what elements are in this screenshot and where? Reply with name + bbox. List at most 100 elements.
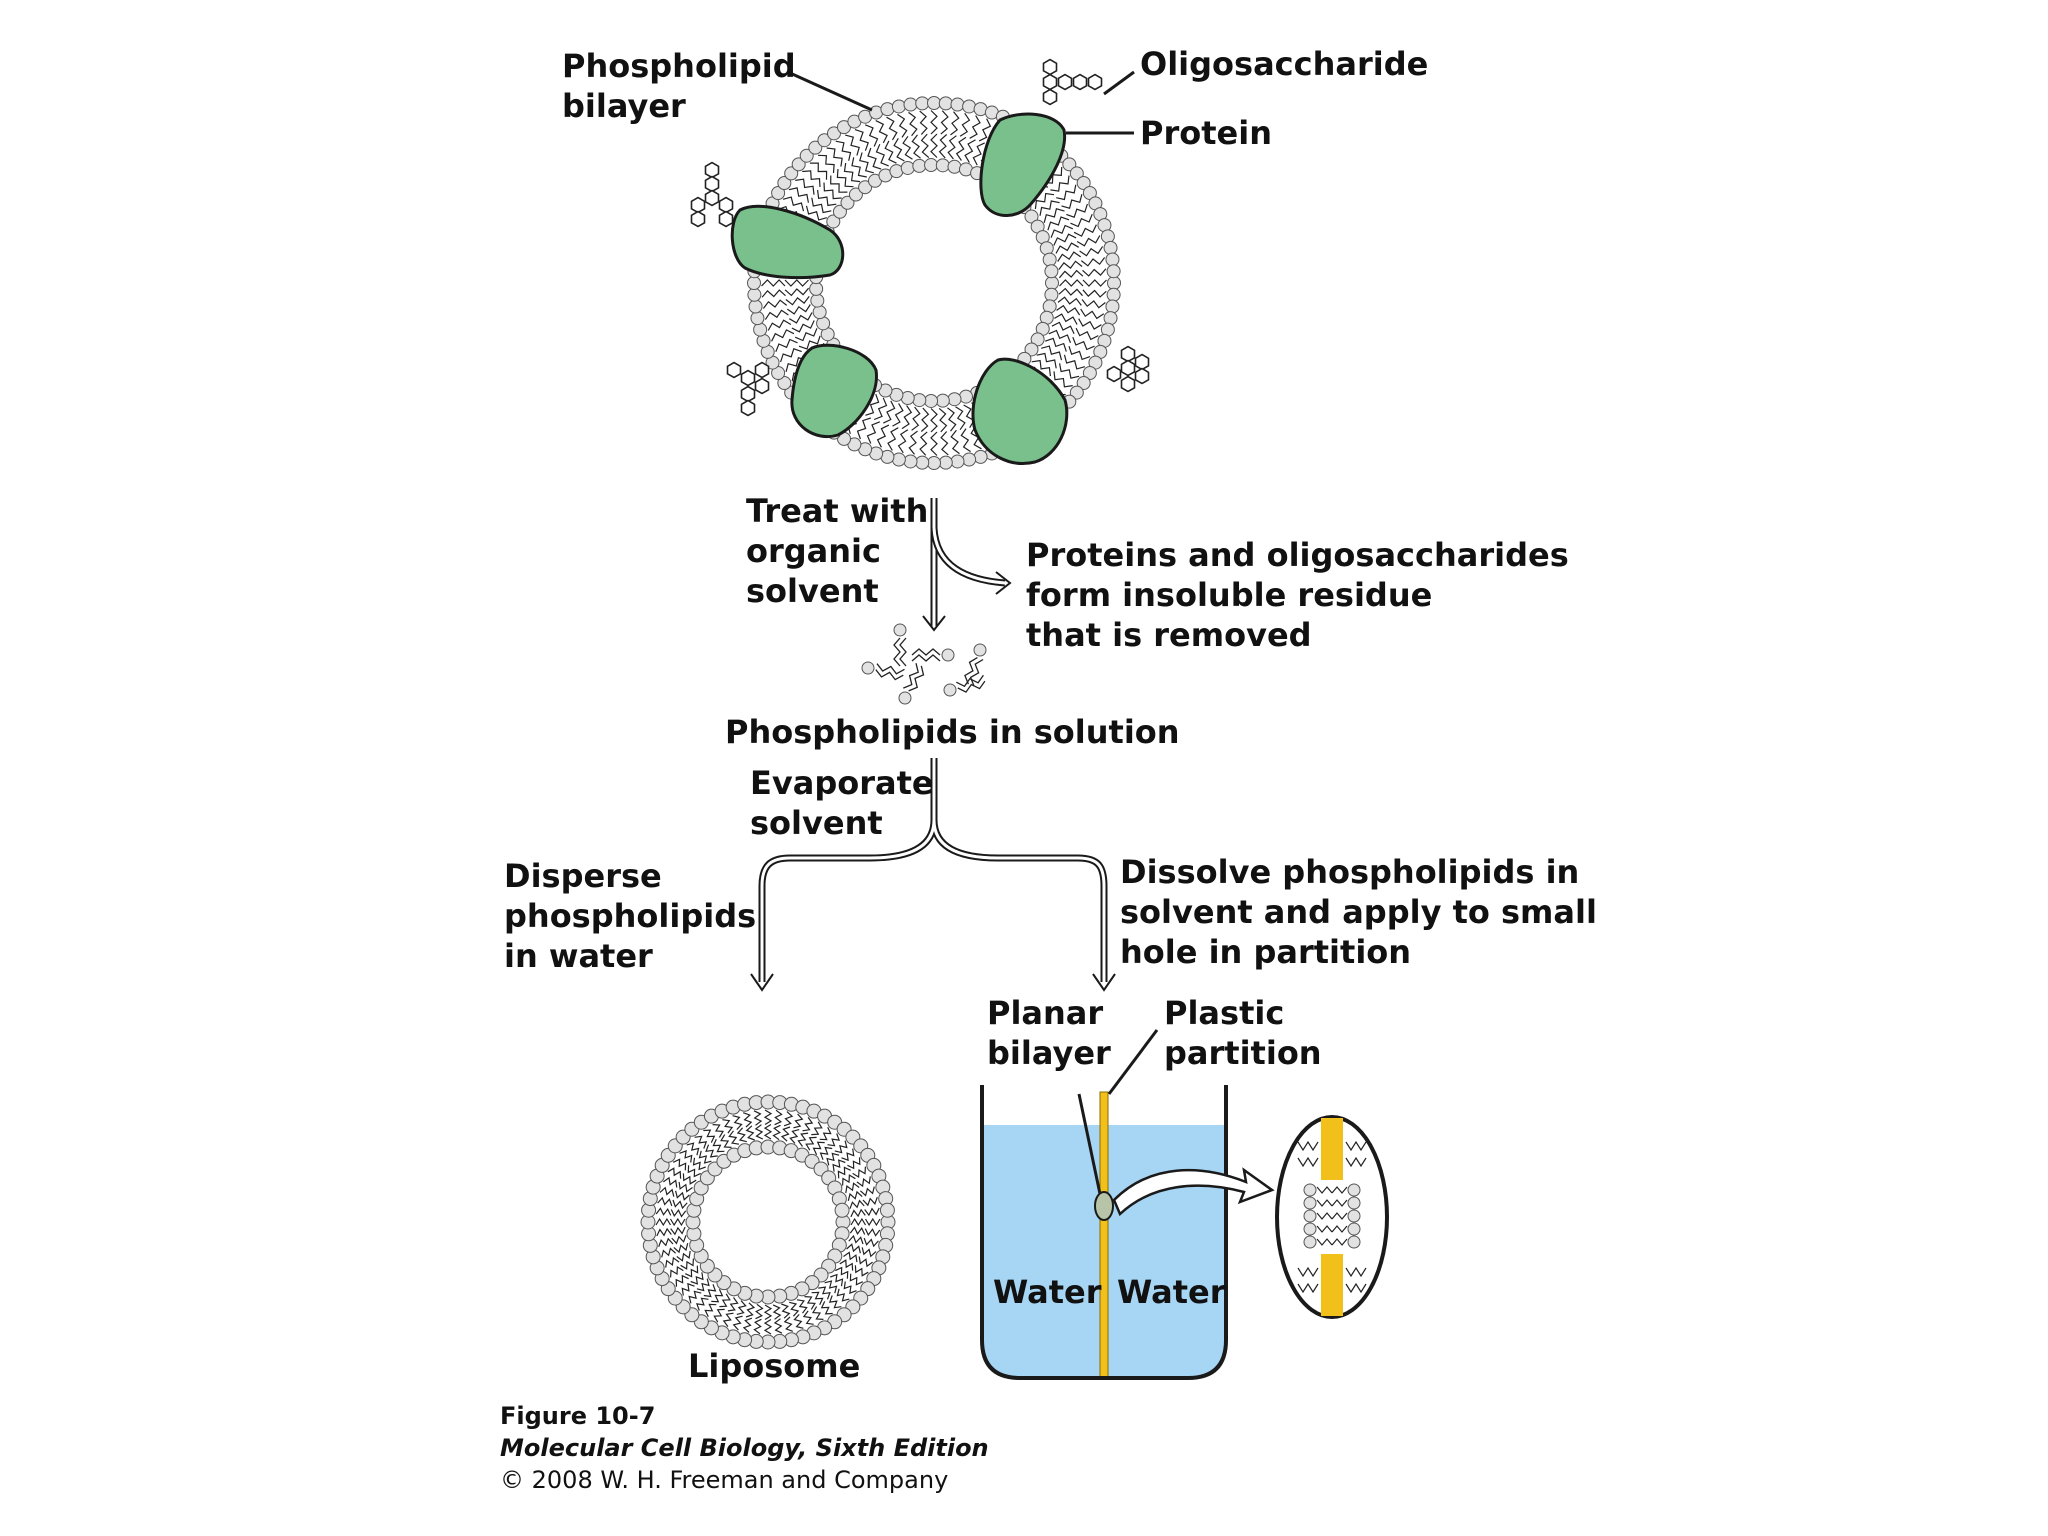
lipid-tail [809, 162, 828, 180]
lipid-tail [819, 1146, 833, 1160]
lipid-tail [1082, 279, 1107, 287]
lipid-tail [667, 1167, 682, 1179]
lipid-tail [788, 312, 813, 324]
beaker-outline [980, 1085, 1228, 1380]
lipid-tail [1057, 296, 1082, 306]
lipid-tail [1316, 1186, 1333, 1194]
water-left-label: Water [993, 1273, 1102, 1311]
lipid-head [943, 683, 957, 697]
lipid-tail [679, 1149, 693, 1163]
lipid-tail [1058, 269, 1084, 279]
lipid-tail [930, 133, 938, 158]
lipid-tail [875, 143, 889, 167]
lipid-tail [849, 1226, 866, 1235]
lipid-head [903, 97, 918, 112]
lipid-head [924, 393, 939, 408]
lipid-head [1076, 376, 1091, 391]
lipid-tail [1297, 1140, 1319, 1152]
sugar-ring-icon [754, 361, 770, 379]
lipid-tail [850, 1208, 866, 1218]
sugar-ring-icon [740, 369, 756, 387]
sugar-ring-icon [718, 196, 734, 214]
lipid-head [1105, 299, 1120, 314]
right-arrow-inner [932, 758, 1106, 982]
lipid-tail [956, 674, 984, 688]
lipid-tail [960, 428, 971, 453]
solvent-arrow [922, 498, 1012, 632]
lipid-tail [1078, 318, 1102, 330]
lipid-tail [861, 1247, 877, 1258]
lipid-head [958, 389, 973, 404]
lipid-tail [698, 1150, 712, 1164]
lipid-tail [673, 1243, 689, 1254]
sugar-ring-icon [1120, 359, 1136, 377]
lipid-tail [827, 1133, 841, 1147]
lipid-tail [846, 1243, 861, 1254]
lipid-tail [817, 154, 835, 174]
sugar-ring-icon [1087, 73, 1103, 91]
lipid-head [1030, 332, 1045, 347]
lipid-tail [864, 1228, 881, 1237]
lipid-head [826, 126, 841, 141]
lipid-tail [722, 1312, 734, 1327]
phospholipids-in-solution [861, 623, 987, 705]
lipid-head [1069, 166, 1084, 181]
lipid-head [915, 455, 930, 470]
treat-label-line: organic [746, 532, 881, 570]
lipid-tail [856, 1176, 871, 1188]
lipid-tail [864, 124, 879, 147]
evaporate-label-line: solvent [750, 804, 883, 842]
sugar-ring-icon [718, 210, 734, 228]
lipid-tail [1316, 1238, 1333, 1246]
lipid-head [1303, 1196, 1317, 1210]
lipid-tail [705, 1144, 718, 1158]
protein-label: Protein [1140, 114, 1272, 152]
lipid-tail [727, 1297, 739, 1312]
lipid-tail [780, 348, 802, 363]
lipid-head [747, 276, 761, 290]
lipid-tail [763, 1318, 773, 1335]
sugar-ring-icon [1042, 58, 1058, 76]
lipid-tail [753, 1318, 762, 1335]
lipid-head [834, 1202, 850, 1218]
lipid-tail [753, 1110, 763, 1126]
lipid-tail [785, 296, 810, 306]
liposome [640, 1094, 896, 1350]
sugar-ring-icon [704, 189, 720, 207]
lipid-tail [805, 205, 827, 221]
lipid-tail [762, 299, 788, 309]
lipid-tail [786, 304, 811, 315]
lipid-tail [804, 1296, 816, 1310]
lipid-head [817, 133, 832, 148]
liposome-label: Liposome [688, 1347, 861, 1385]
lipid-head [1044, 287, 1059, 302]
lipid-tail [789, 1301, 800, 1317]
right-arrow-head [1092, 973, 1116, 992]
zoom-ellipse [1275, 1115, 1389, 1319]
lipid-tail [655, 1207, 672, 1216]
lipid-tail [897, 113, 908, 138]
lipid-tail [955, 406, 966, 431]
lipid-head [861, 661, 875, 675]
lipid-head [947, 159, 962, 174]
lipid-tail [959, 112, 971, 137]
lipid-tail [687, 1165, 701, 1178]
dissolve-label-line: solvent and apply to small [1120, 893, 1597, 931]
lipid-tail [911, 406, 921, 431]
lipid-tail [902, 135, 913, 160]
lipid-tail [661, 1247, 677, 1258]
lipid-tail [1034, 192, 1055, 210]
lipid-head [777, 175, 792, 190]
lipid-head [1103, 311, 1118, 326]
lipid-tail [834, 1140, 848, 1154]
lipid-tail [883, 400, 896, 424]
plastic-partition-label: Plastic partition [1164, 993, 1322, 1073]
lipid-tail [845, 1182, 860, 1194]
dissolve-label-line: Dissolve phospholipids in [1120, 853, 1580, 891]
lipid-head [799, 148, 814, 163]
lipid-tail [842, 1174, 856, 1186]
lipid-tail [826, 147, 843, 167]
partition-label-line: Plastic [1164, 994, 1285, 1032]
lipid-head [1024, 209, 1039, 224]
lipid-tail [972, 142, 985, 166]
